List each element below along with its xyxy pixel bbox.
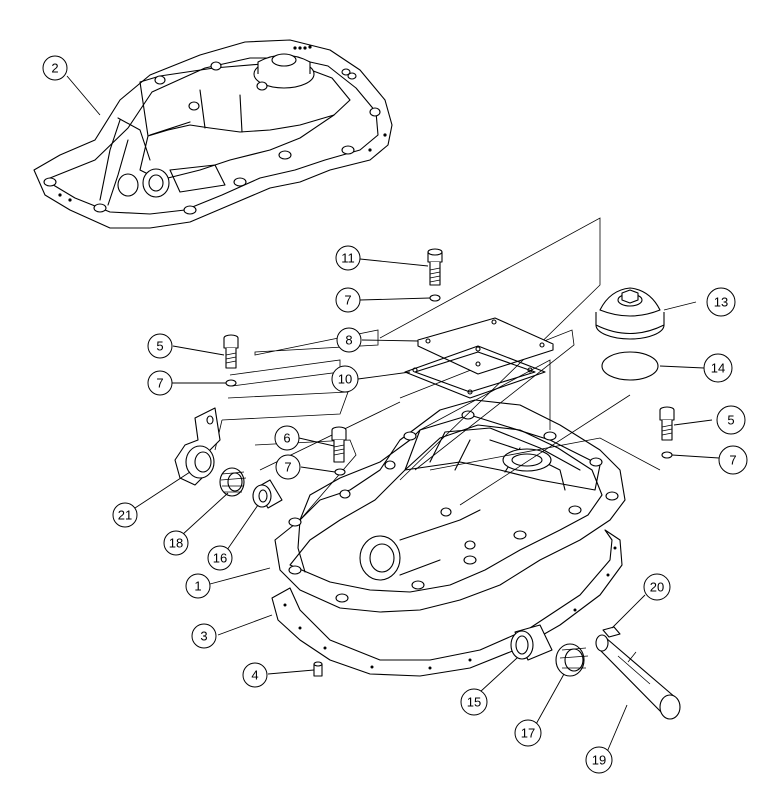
svg-text:7: 7: [156, 376, 163, 391]
callout-7: 7: [147, 370, 173, 396]
svg-text:8: 8: [345, 333, 352, 348]
cover-plate-drawing: [404, 317, 554, 399]
callout-5: 5: [716, 405, 746, 435]
callout-8: 8: [336, 327, 362, 353]
svg-text:19: 19: [592, 753, 606, 768]
svg-text:1: 1: [194, 579, 201, 594]
svg-text:6: 6: [283, 431, 290, 446]
callout-10: 10: [331, 365, 359, 393]
callout-15: 15: [460, 688, 488, 716]
bushing-15-drawing: [510, 624, 553, 661]
svg-text:2: 2: [51, 61, 58, 76]
callout-2: 2: [42, 55, 68, 81]
o-ring-14-drawing: [601, 351, 659, 381]
dowel-pin-4-drawing: [313, 661, 323, 677]
svg-text:7: 7: [344, 293, 351, 308]
svg-text:21: 21: [118, 508, 132, 523]
callout-1: 1: [185, 573, 211, 599]
svg-text:7: 7: [729, 453, 736, 468]
svg-text:5: 5: [156, 339, 163, 354]
svg-text:14: 14: [711, 361, 725, 376]
callout-20: 20: [643, 573, 671, 601]
svg-text:4: 4: [251, 668, 258, 683]
callout-7: 7: [718, 445, 748, 475]
svg-text:20: 20: [650, 580, 664, 595]
bearing-17-drawing: [555, 643, 589, 677]
svg-text:13: 13: [714, 295, 728, 310]
callout-13: 13: [706, 287, 736, 317]
bushing-16-drawing: [252, 479, 283, 509]
bracket-21-drawing: [174, 407, 221, 486]
key-20-drawing: [602, 626, 621, 638]
svg-text:11: 11: [341, 251, 355, 266]
callout-18: 18: [163, 530, 189, 556]
callout-labels: 2 11 7 13 8 5 7 10 14 5 6 7 7 21 18 16 1…: [42, 55, 748, 774]
cap-13-drawing: [595, 287, 665, 340]
callout-7: 7: [335, 287, 361, 313]
svg-text:7: 7: [284, 460, 291, 475]
svg-text:18: 18: [169, 536, 183, 551]
callout-19: 19: [585, 746, 613, 774]
callout-5: 5: [147, 333, 173, 359]
svg-text:10: 10: [338, 372, 352, 387]
callout-16: 16: [207, 545, 233, 571]
shaft-19-drawing: [595, 634, 681, 720]
assembled-housing-drawing: [33, 39, 393, 229]
callout-3: 3: [191, 623, 217, 649]
bolt-5-right-drawing: [659, 406, 675, 459]
bolt-5-left-drawing: [223, 334, 239, 387]
gasket-drawing: [271, 529, 623, 677]
callout-6: 6: [274, 425, 300, 451]
svg-text:5: 5: [727, 413, 734, 428]
callout-4: 4: [242, 662, 268, 688]
svg-text:15: 15: [467, 695, 481, 710]
callout-7: 7: [275, 454, 301, 480]
bolt-11-drawing: [427, 248, 443, 302]
callout-21: 21: [112, 502, 138, 528]
bolt-6-drawing: [331, 426, 347, 476]
callout-11: 11: [335, 245, 361, 271]
svg-text:17: 17: [521, 726, 535, 741]
bearing-18-drawing: [219, 467, 247, 497]
leader-lines: [66, 75, 720, 753]
callout-14: 14: [703, 353, 733, 383]
svg-text:3: 3: [200, 629, 207, 644]
callout-17: 17: [514, 719, 542, 747]
housing-drawing: [274, 399, 626, 613]
svg-text:16: 16: [213, 551, 227, 566]
